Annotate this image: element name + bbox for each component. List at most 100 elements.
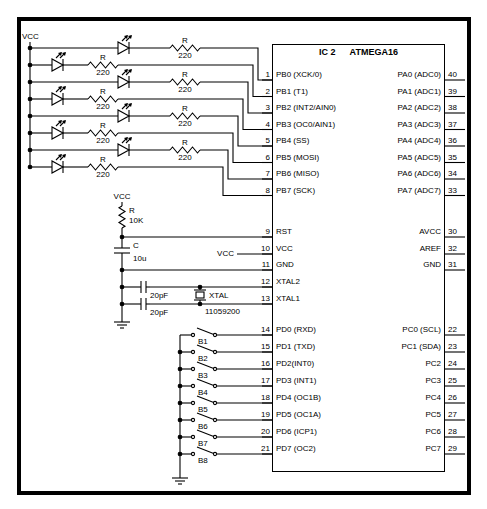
switch-contact <box>213 401 216 404</box>
switch-contact <box>191 435 194 438</box>
pin-number: 37 <box>448 120 457 129</box>
wire <box>237 253 272 254</box>
junction-dot <box>178 384 182 388</box>
wire <box>122 269 272 270</box>
wire <box>129 115 170 116</box>
resistor-value: 220 <box>96 170 109 179</box>
junction-dot <box>120 268 124 272</box>
pin-number: 18 <box>261 393 270 402</box>
capacitor-value: 10u <box>133 254 146 263</box>
resistor-symbol <box>88 96 118 102</box>
wire <box>118 167 272 196</box>
pin-number: 20 <box>261 427 270 436</box>
pin-wire <box>262 195 272 196</box>
pin-name: PB5 (MOSI) <box>276 153 319 162</box>
pin-name: PD4 (OC1B) <box>276 393 321 402</box>
pin-number: 36 <box>448 136 457 145</box>
pin-name: PB2 (INT2/AIN0) <box>276 103 336 112</box>
wire <box>118 133 272 163</box>
wire <box>122 286 141 287</box>
wire <box>129 81 170 82</box>
pin-wire <box>262 436 272 437</box>
pin-wire <box>445 129 465 130</box>
pin-wire <box>262 253 272 254</box>
pin-name: PB3 (OC0/AIN1) <box>276 120 335 129</box>
pin-number: 7 <box>266 169 270 178</box>
led-arrow <box>124 35 128 39</box>
switch-contact <box>213 367 216 370</box>
switch-symbol <box>197 362 215 369</box>
resistor-name: R <box>100 121 106 130</box>
led-arrow <box>128 69 132 73</box>
led-arrow <box>128 35 132 39</box>
wire <box>63 64 88 65</box>
capacitor-symbol <box>145 281 146 293</box>
pin-name: PD3 (INT1) <box>276 376 316 385</box>
switch-name: B2 <box>198 354 208 363</box>
resistor-name: R <box>100 53 106 62</box>
wire <box>63 98 88 99</box>
pin-name: PA2 (ADC2) <box>398 103 441 112</box>
pin-wire <box>262 368 272 369</box>
junction-dot <box>120 285 124 289</box>
pin-name: PD1 (TXD) <box>276 342 315 351</box>
resistor-value: 220 <box>178 85 191 94</box>
pin-name: PD0 (RXD) <box>276 325 316 334</box>
pin-number: 10 <box>261 244 270 253</box>
pin-name: PB4 (SS) <box>276 136 309 145</box>
ground-symbol <box>172 477 188 478</box>
pin-wire <box>262 453 272 454</box>
wire <box>215 453 272 454</box>
wire <box>215 402 272 403</box>
resistor-symbol <box>170 79 200 85</box>
pin-number: 16 <box>261 359 270 368</box>
wire <box>30 64 52 65</box>
led-arrow <box>126 36 131 41</box>
pin-name: RST <box>276 227 292 236</box>
pin-wire <box>262 334 272 335</box>
junction-dot <box>198 285 202 289</box>
pin-number: 1 <box>266 70 270 79</box>
resistor-name: R <box>182 104 188 113</box>
pin-number: 6 <box>266 153 270 162</box>
pin-number: 29 <box>448 444 457 453</box>
switch-name: B4 <box>198 388 208 397</box>
wire <box>30 98 52 99</box>
wire <box>200 116 272 146</box>
led-arrow <box>60 121 65 126</box>
wire <box>63 132 88 133</box>
pin-number: 25 <box>448 376 457 385</box>
pin-name: GND <box>276 260 294 269</box>
pin-number: 34 <box>448 169 457 178</box>
led-arrow <box>128 103 132 107</box>
led-symbol <box>118 42 129 54</box>
pin-wire <box>445 368 465 369</box>
pin-wire <box>262 385 272 386</box>
wire <box>200 82 272 113</box>
pin-wire <box>445 79 465 80</box>
pin-number: 31 <box>448 260 457 269</box>
pin-name: PB7 (SCK) <box>276 186 315 195</box>
wire <box>215 368 272 369</box>
pin-name: PA4 (ADC4) <box>398 136 441 145</box>
pin-wire <box>445 334 465 335</box>
pin-name: PD2(INT0) <box>276 359 314 368</box>
wire <box>150 303 272 304</box>
capacitor-value: 20pF <box>150 291 168 300</box>
ground-symbol <box>117 324 127 325</box>
led-arrow <box>126 70 131 75</box>
resistor-value: 220 <box>178 51 191 60</box>
pin-wire <box>445 178 465 179</box>
switch-symbol <box>197 379 215 386</box>
resistor-value: 220 <box>96 68 109 77</box>
switch-symbol <box>197 345 215 352</box>
led-arrow <box>62 52 66 56</box>
pin-wire <box>445 162 465 163</box>
wire <box>121 202 122 206</box>
switch-contact <box>191 401 194 404</box>
switch-contact <box>191 350 194 353</box>
pin-wire <box>262 96 272 97</box>
pin-name: AVCC <box>419 227 441 236</box>
chip-title: ATMEGA16 <box>350 47 398 57</box>
wire <box>215 385 272 386</box>
